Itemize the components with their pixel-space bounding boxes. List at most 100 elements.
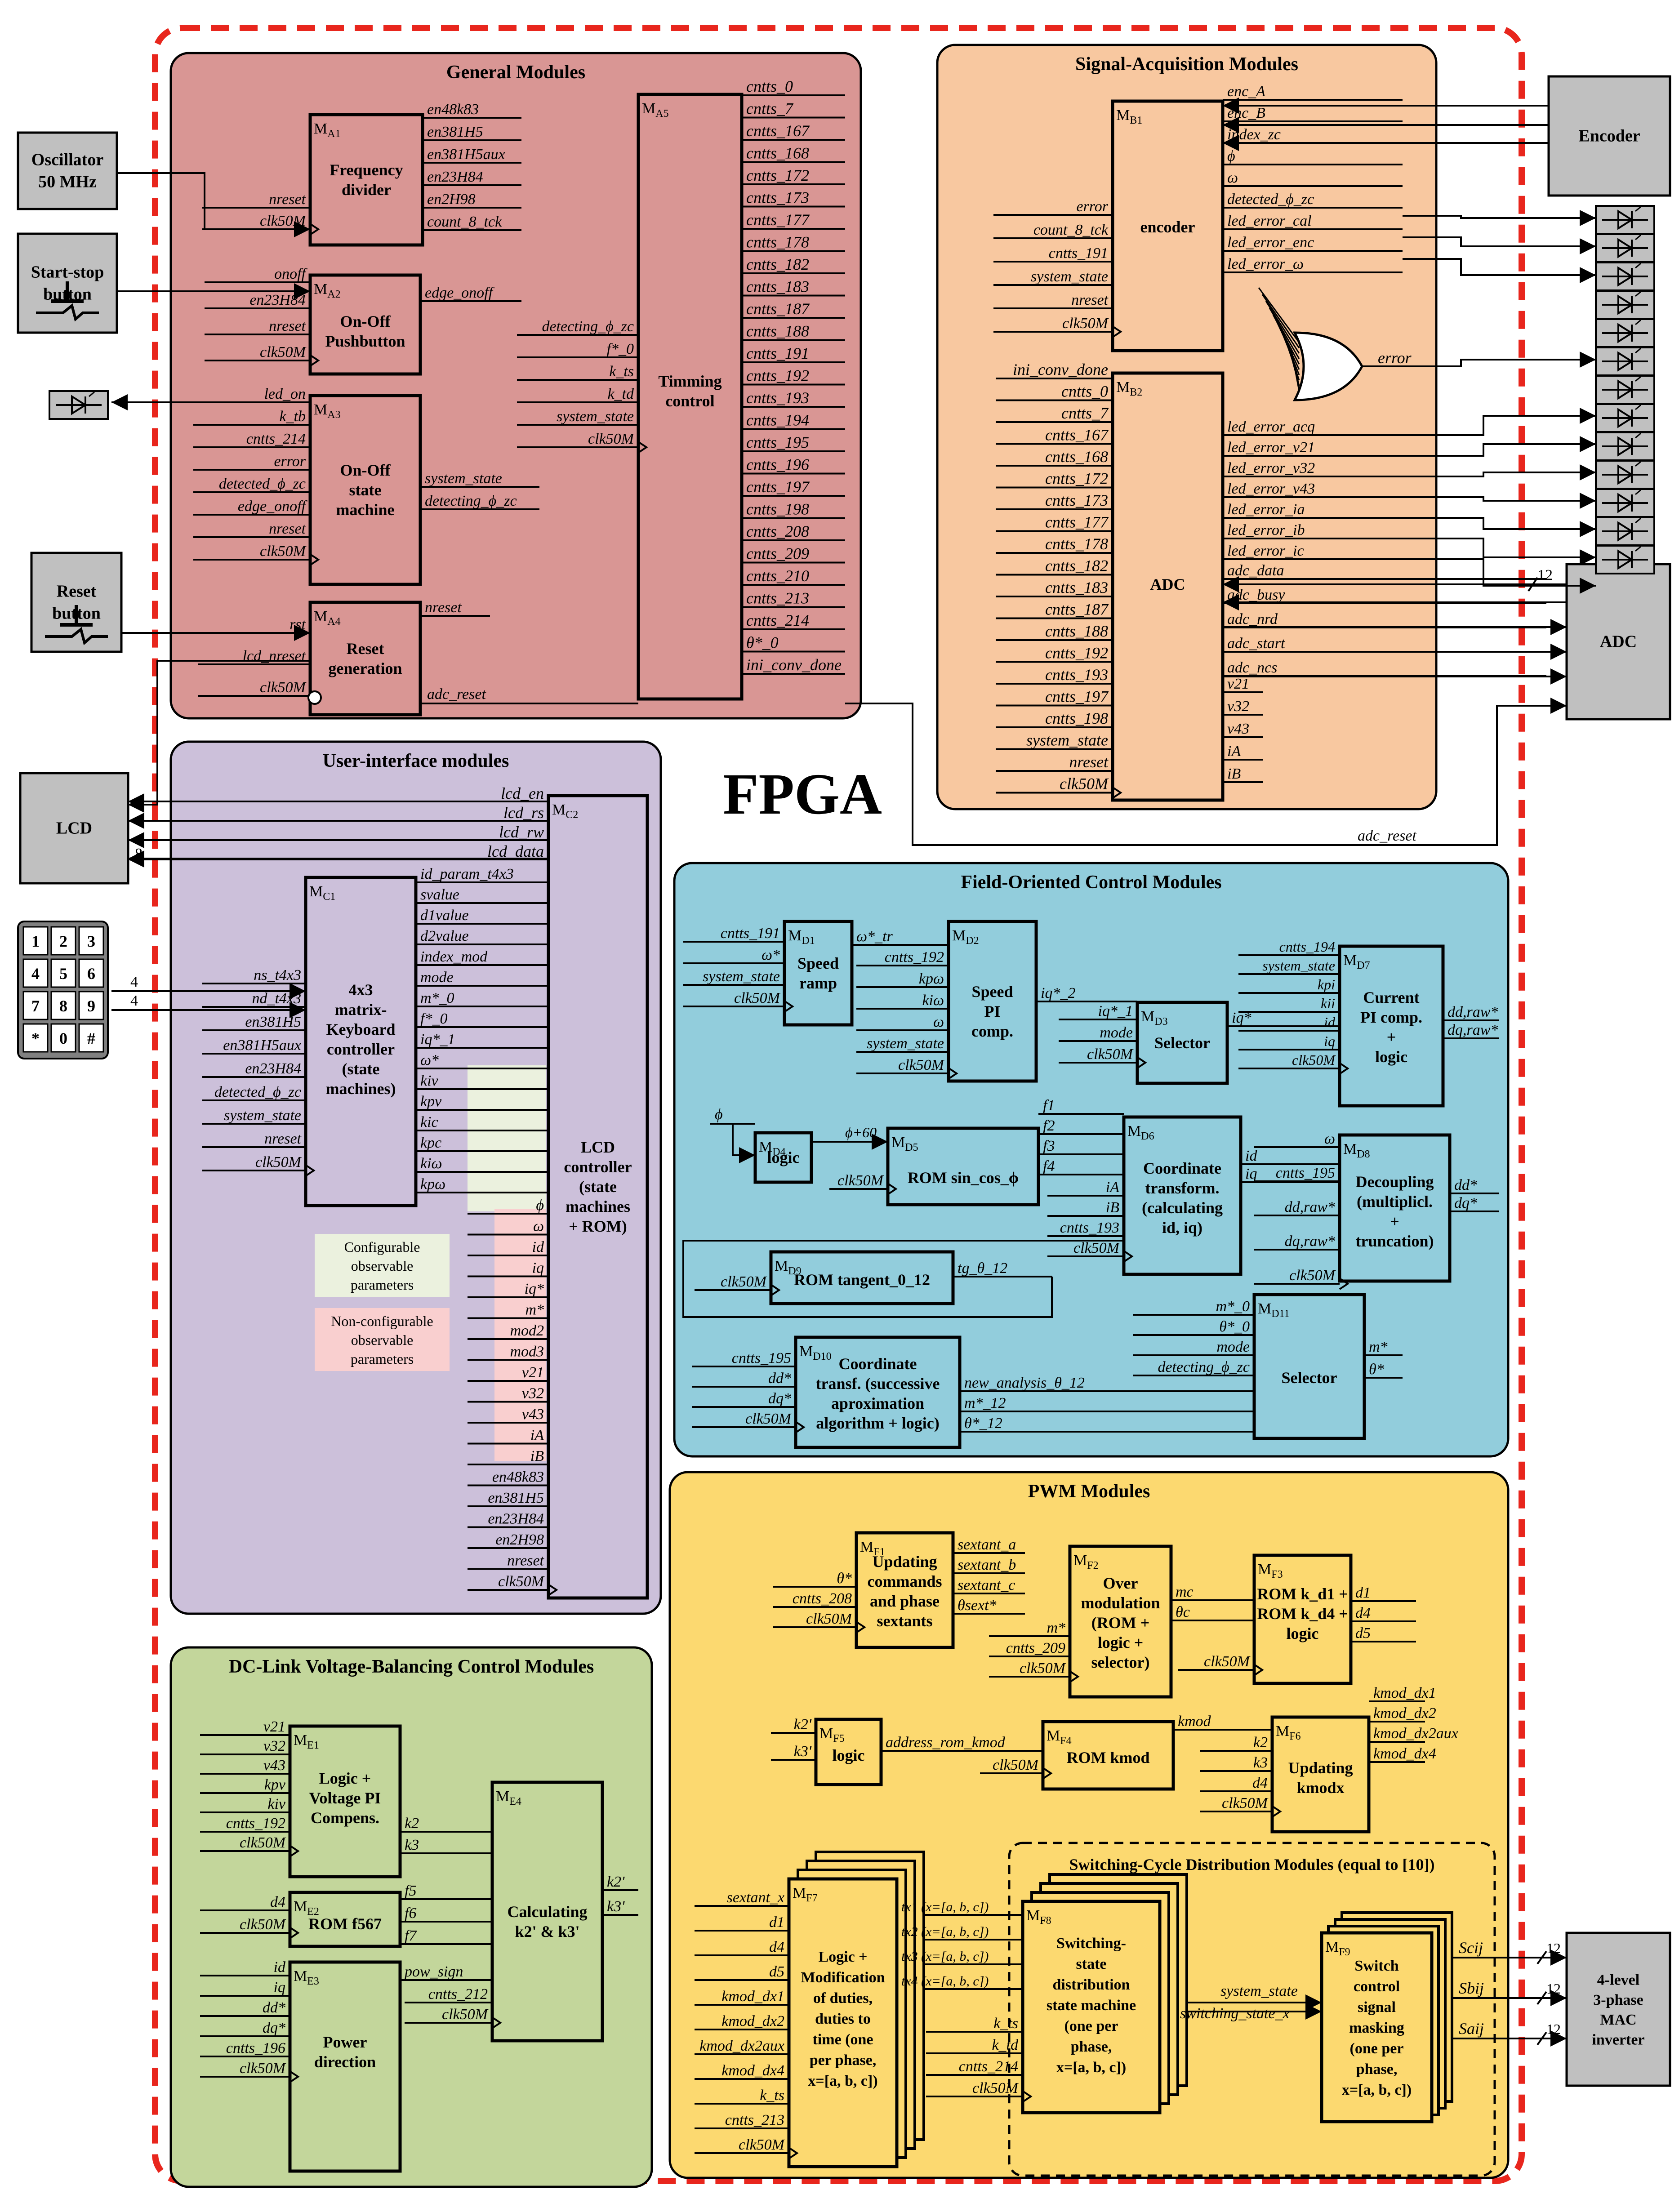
port-in: error [1076, 198, 1108, 215]
port-out: d5 [1355, 1625, 1371, 1642]
port-in: clk50M [837, 1172, 884, 1189]
module-label: Frequency [330, 161, 403, 179]
port-out: iq* [1232, 1010, 1251, 1026]
port-out: cntts_7 [746, 100, 794, 118]
port-in: cntts_191 [721, 925, 780, 942]
port-in: en23H84 [249, 292, 306, 308]
module-box [769, 1250, 955, 1305]
oscillator-label: Oscillator [31, 150, 104, 169]
wire [117, 172, 310, 237]
module-label: control [1354, 1978, 1400, 1995]
module-label: LCD [581, 1138, 615, 1156]
port-out: cntts_214 [746, 611, 809, 629]
module-label: Keyboard [326, 1020, 395, 1038]
port-in: k_ts [609, 363, 634, 380]
module-label: Speed [971, 983, 1013, 1001]
port-out: cntts_213 [746, 589, 809, 607]
port-in: clk50M [721, 1273, 767, 1290]
port-in: iA [1106, 1179, 1119, 1196]
port-out: d1value [420, 907, 469, 924]
module-label: duties to [815, 2011, 871, 2027]
port-in: k_td [992, 2037, 1019, 2053]
module-box [1021, 1900, 1162, 2114]
led-error-icon [1595, 545, 1655, 574]
port-out: led_error_acq [1227, 418, 1315, 435]
oscillator [17, 131, 118, 210]
port-in: lcd_nreset [243, 648, 307, 664]
module-id-sub: E2 [307, 1906, 319, 1918]
module-id: MC2 [552, 801, 578, 821]
port-out: switching_state_x [1180, 2005, 1290, 2022]
wire [1528, 577, 1538, 592]
port-out: cntts_178 [746, 233, 809, 251]
port-in: m* [1047, 1620, 1065, 1636]
module-label: control [665, 392, 714, 410]
port-in: cntts_212 [428, 1986, 488, 2003]
keypad-key [50, 991, 76, 1020]
port-in: k3' [794, 1743, 812, 1760]
module-id-sub: D11 [1271, 1308, 1289, 1320]
legend-configurable-label: parameters [351, 1277, 414, 1293]
wire [1536, 1991, 1547, 2005]
port-out: kpv [420, 1093, 442, 1110]
port-out: Scij [1459, 1939, 1483, 1957]
bus-width: 12 [1546, 2021, 1561, 2037]
port-out: tx1 (x=[a, b, c]) [901, 1900, 989, 1914]
led-diode [1617, 493, 1634, 513]
port-out: count_8_tck [427, 214, 502, 230]
port-out: cntts_210 [746, 567, 809, 585]
module-label: state machine [1047, 1997, 1136, 2014]
port-out: led_error_v43 [1227, 481, 1315, 497]
port-in: nreset [269, 521, 306, 537]
module-id: MF4 [1047, 1727, 1072, 1747]
port-out: cntts_182 [746, 255, 809, 273]
port-in: clk50M [1292, 1052, 1336, 1068]
keypad-key-label: # [87, 1029, 95, 1047]
port-out: iA [1227, 743, 1241, 760]
port-in: k_td [607, 386, 634, 402]
port-out: id_param_t4x3 [420, 866, 514, 882]
module-label: (calculating [1142, 1199, 1223, 1217]
port-out: adc_busy [1227, 587, 1285, 603]
port-in: kpv [264, 1776, 286, 1793]
module-id-sub: E4 [509, 1796, 521, 1807]
wire [1536, 2031, 1547, 2046]
keypad-key [78, 958, 104, 988]
keypad-key-label: 4 [31, 965, 40, 983]
keypad-key-label: 8 [59, 997, 67, 1015]
module-label: ROM sin_cos_ϕ [908, 1169, 1019, 1187]
module-label: truncation) [1356, 1232, 1434, 1250]
led-error-icon [1595, 488, 1655, 518]
port-out: led_error_ia [1227, 501, 1305, 518]
keypad-key [78, 1023, 104, 1053]
keypad-key-label: 7 [31, 997, 40, 1015]
port-in: clk50M [260, 679, 307, 696]
module-id-sub: F3 [1271, 1569, 1283, 1580]
led-ray [1635, 489, 1641, 495]
led-on-icon [49, 390, 109, 420]
port-in: mod3 [510, 1344, 544, 1360]
port-in: ϕ [536, 1197, 544, 1214]
led-ray [1635, 376, 1641, 382]
keypad-key-label: * [31, 1029, 40, 1047]
port-out: cntts_0 [746, 77, 793, 95]
port-in: k_tb [279, 408, 306, 425]
port-in: cntts_196 [226, 2040, 285, 2056]
led-error-icon [1595, 233, 1655, 263]
port-in: ini_conv_done [1013, 361, 1108, 378]
bus-width: 8 [135, 846, 143, 862]
led-diode [1617, 294, 1634, 315]
keypad-key [22, 991, 49, 1020]
port-in: cntts_209 [1006, 1640, 1065, 1656]
port-in: detected_ϕ_zc [214, 1084, 301, 1100]
wire [682, 1240, 1124, 1318]
legend-nonconfigurable-label: observable [351, 1332, 414, 1348]
port-out: m*_12 [964, 1395, 1006, 1411]
module-label: and phase [870, 1592, 940, 1610]
